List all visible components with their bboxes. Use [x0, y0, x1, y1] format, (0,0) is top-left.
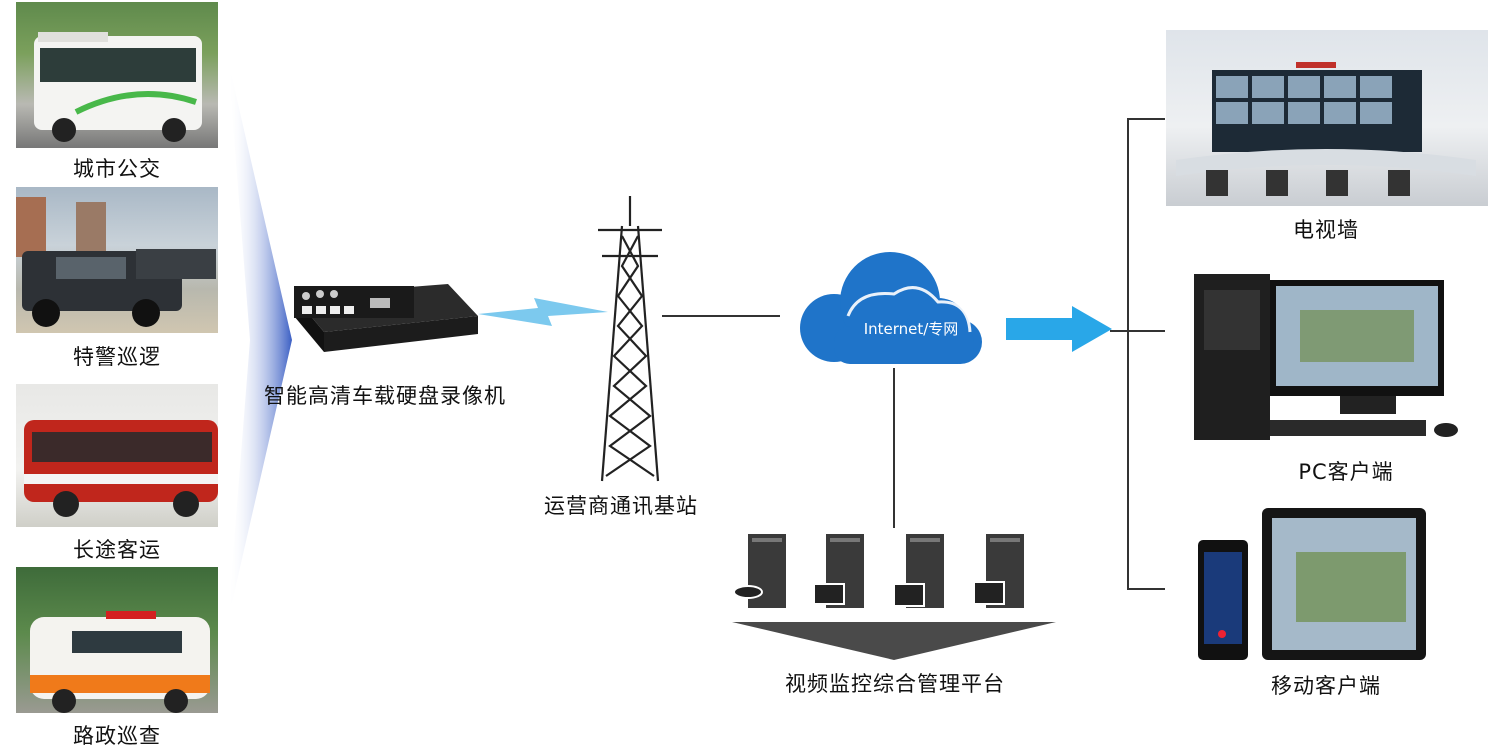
pc-client-icon: [1194, 274, 1458, 440]
client-label-video-wall: 电视墙: [1293, 218, 1359, 242]
cloud-platform-connector: [893, 368, 895, 528]
client-label-pc: PC客户端: [1298, 460, 1394, 484]
wireless-signal-icon: [478, 298, 608, 326]
tower-cloud-connector: [662, 315, 780, 317]
vehicle-label-coach: 长途客运: [73, 538, 161, 562]
vehicle-label-police: 特警巡逻: [73, 345, 161, 369]
vehicle-police-panel: [16, 187, 218, 333]
vehicle-bus-panel: [16, 2, 218, 148]
tower-label: 运营商通讯基站: [544, 494, 698, 518]
cell-tower-icon: [598, 196, 662, 482]
mobile-client-icon: [1198, 508, 1426, 660]
client-bracket-bottom: [1127, 588, 1165, 590]
cloud-label: Internet/专网: [863, 320, 959, 338]
vehicle-label-bus: 城市公交: [73, 157, 161, 181]
client-bracket-mid: [1127, 330, 1165, 332]
client-bracket-vertical: [1127, 118, 1129, 590]
client-label-mobile: 移动客户端: [1271, 674, 1381, 698]
video-wall-panel: [1166, 30, 1488, 206]
vehicle-label-van: 路政巡查: [73, 724, 161, 748]
server-cluster-icon: [733, 534, 1024, 608]
cloud-network-icon: [800, 252, 982, 364]
dvr-label: 智能高清车载硬盘录像机: [264, 384, 506, 408]
bus-photo-icon: [34, 32, 202, 142]
platform-label: 视频监控综合管理平台: [785, 672, 1005, 696]
client-bracket-left: [1110, 330, 1128, 332]
police-vehicles-photo-icon: [16, 197, 216, 327]
funnel-graphic: [228, 60, 292, 620]
client-bracket-top: [1127, 118, 1165, 120]
coach-photo-icon: [24, 420, 218, 517]
mobile-dvr-device-icon: [294, 284, 478, 352]
vehicle-van-panel: [16, 567, 218, 713]
forward-arrow-icon: [1006, 306, 1112, 352]
road-patrol-van-photo-icon: [30, 611, 210, 713]
vehicle-coach-panel: [16, 384, 218, 527]
platform-base-shape: [732, 622, 1056, 660]
video-wall-photo-icon: [1176, 62, 1476, 196]
